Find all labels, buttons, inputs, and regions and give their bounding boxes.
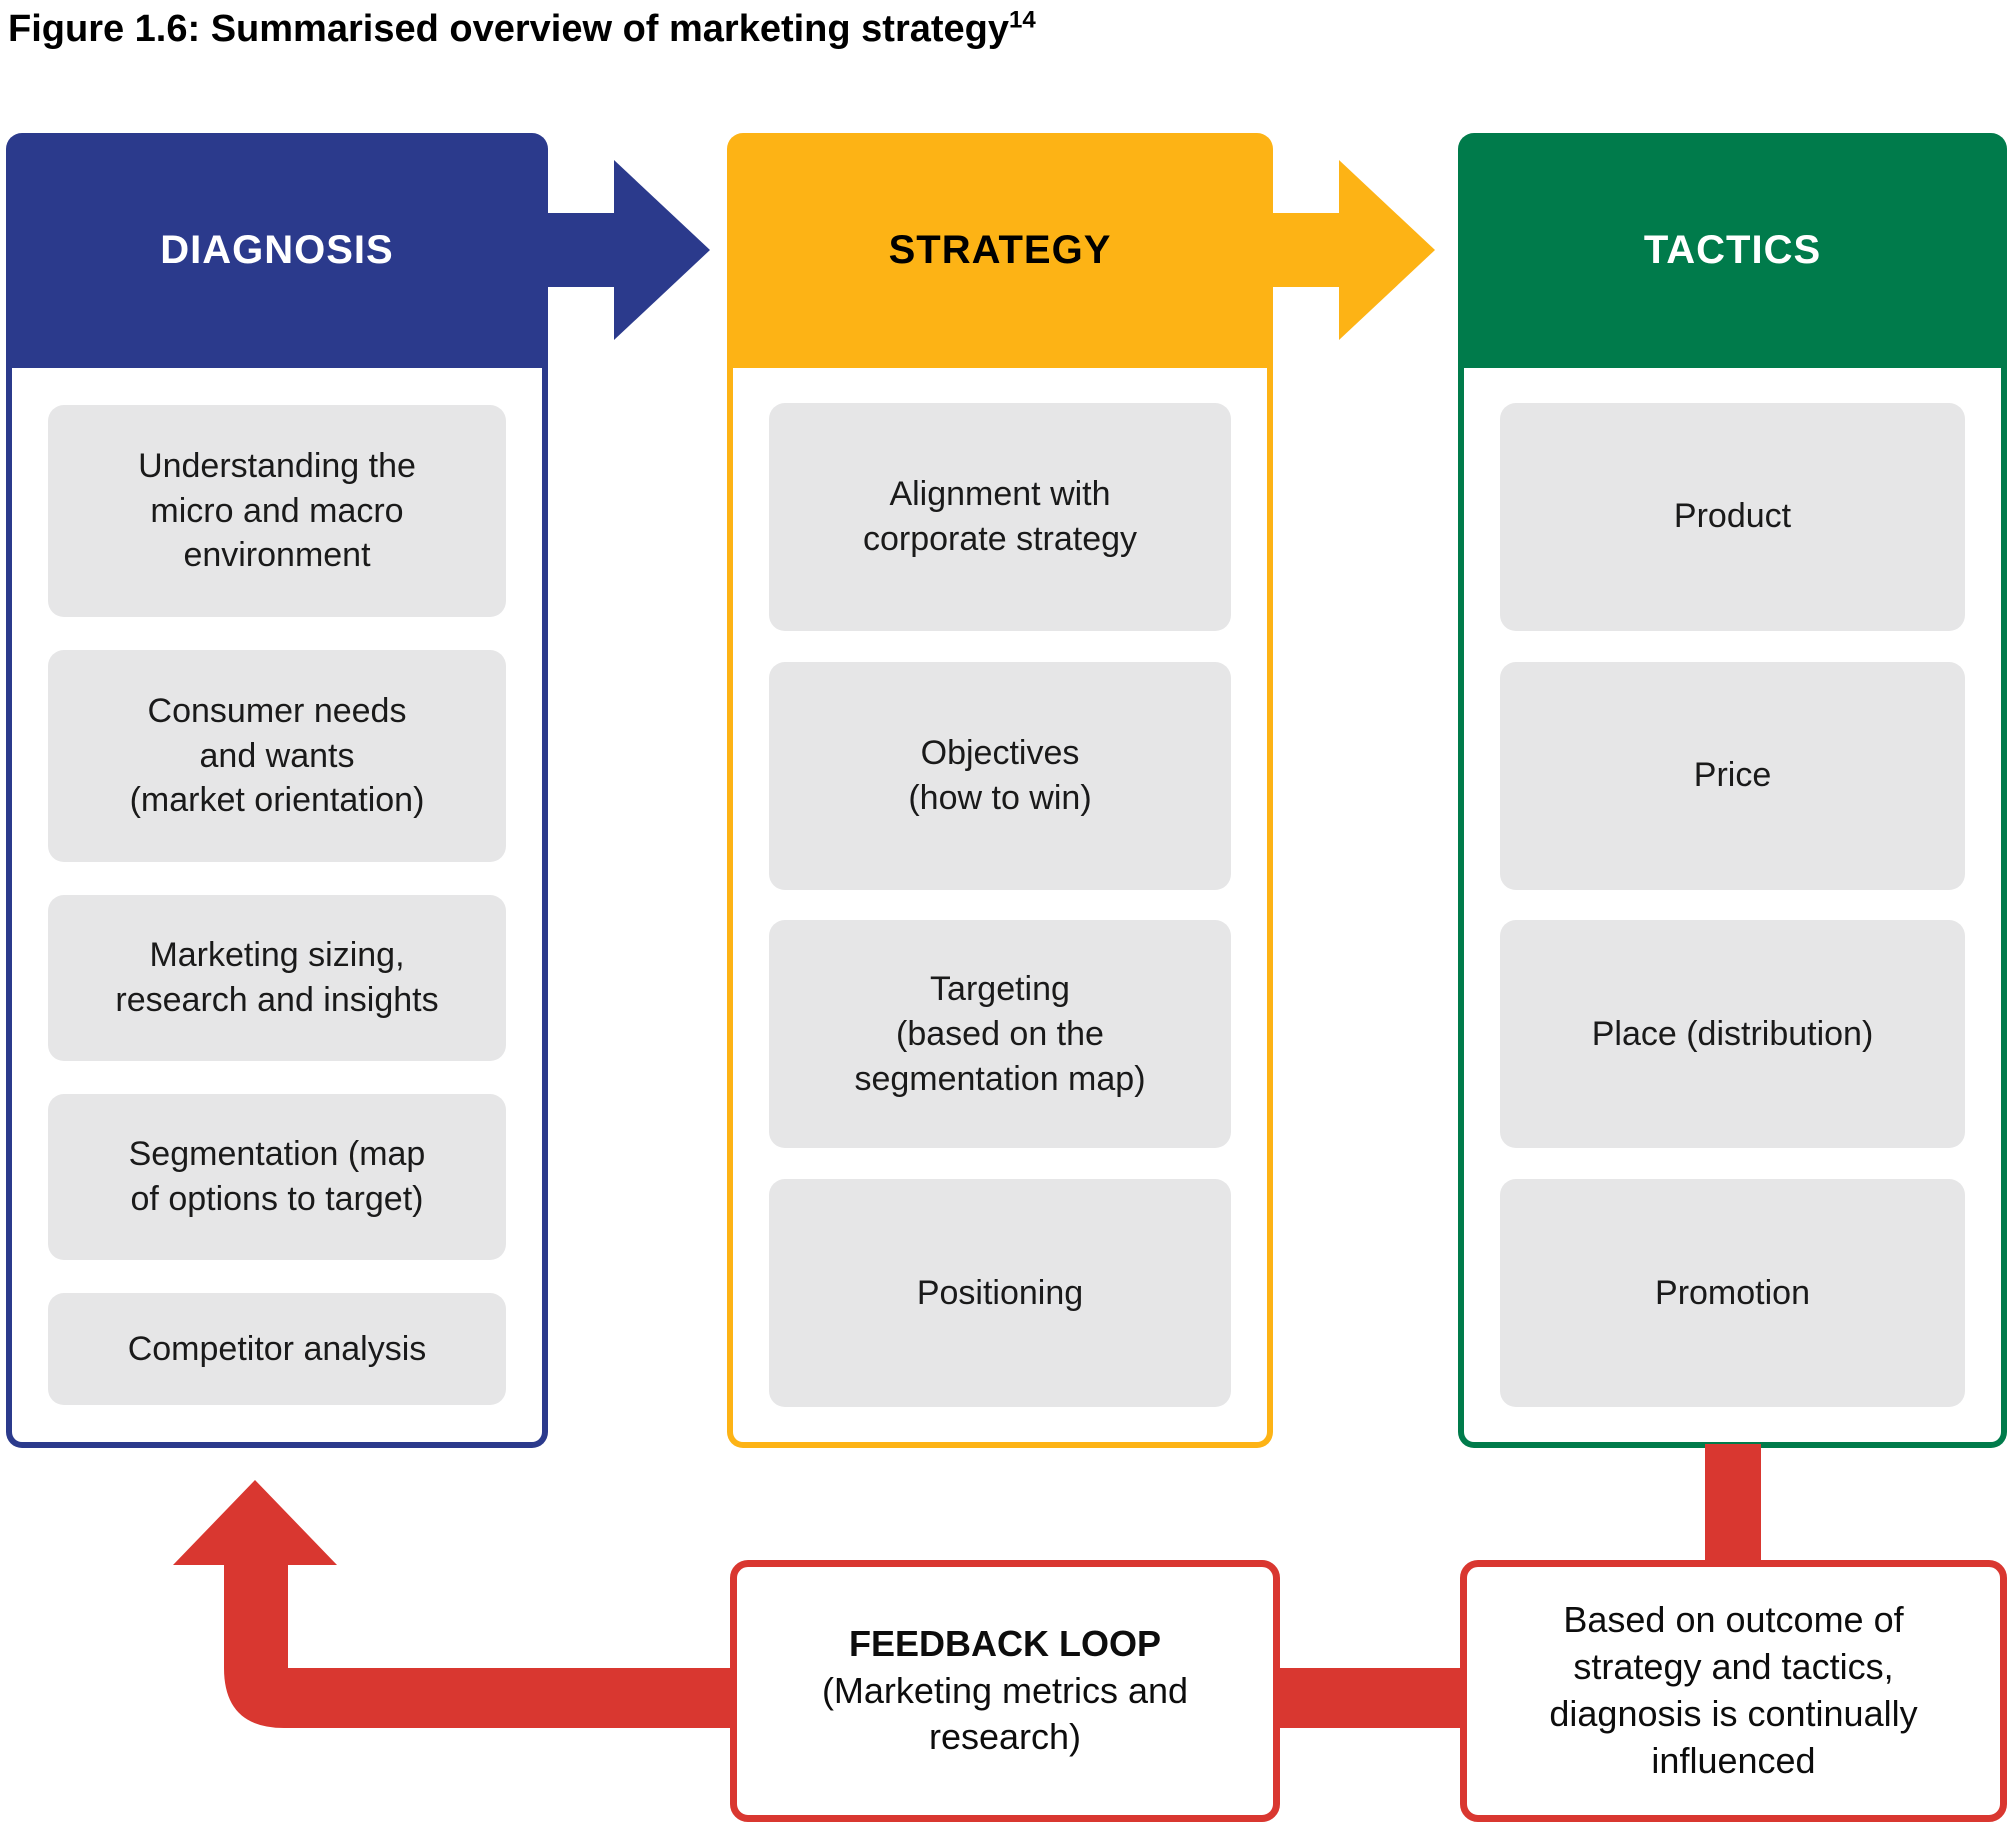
- tactics-column: TACTICS Product Price Place (distributio…: [1458, 133, 2007, 1448]
- feedback-loop-title: FEEDBACK LOOP: [848, 1622, 1161, 1664]
- tactics-item: Place (distribution): [1500, 920, 1965, 1149]
- feedback-loop-subtitle: (Marketing metrics and research): [821, 1669, 1189, 1758]
- feedback-loop-box: FEEDBACK LOOP (Marketing metrics and res…: [730, 1560, 1280, 1822]
- tactics-header-label: TACTICS: [1643, 228, 1822, 272]
- strategy-body: Alignment with corporate strategy Object…: [727, 368, 1273, 1448]
- feedback-note-text: Based on outcome of strategy and tactics…: [1549, 1599, 1918, 1781]
- arrow-right-icon-diagnosis-to-strategy: [548, 160, 710, 340]
- tactics-item: Price: [1500, 661, 1965, 890]
- strategy-item: Objectives (how to win): [769, 661, 1231, 890]
- figure-title: Figure 1.6: Summarised overview of marke…: [8, 8, 1036, 51]
- diagnosis-item: Understanding the micro and macro enviro…: [48, 405, 506, 617]
- diagnosis-header-label: DIAGNOSIS: [160, 228, 394, 272]
- strategy-header: STRATEGY: [727, 133, 1273, 368]
- strategy-header-label: STRATEGY: [888, 228, 1112, 272]
- feedback-note-box: Based on outcome of strategy and tactics…: [1460, 1560, 2007, 1822]
- tactics-header: TACTICS: [1458, 133, 2007, 368]
- diagnosis-item: Marketing sizing, research and insights: [48, 895, 506, 1061]
- diagnosis-item: Segmentation (map of options to target): [48, 1094, 506, 1260]
- diagnosis-item: Consumer needs and wants (market orienta…: [48, 650, 506, 862]
- strategy-column: STRATEGY Alignment with corporate strate…: [727, 133, 1273, 1448]
- tactics-item: Product: [1500, 402, 1965, 631]
- arrow-right-icon-strategy-to-tactics: [1273, 160, 1435, 340]
- strategy-item: Alignment with corporate strategy: [769, 402, 1231, 631]
- figure-title-text: Figure 1.6: Summarised overview of marke…: [8, 8, 1010, 50]
- diagnosis-item: Competitor analysis: [48, 1293, 506, 1405]
- strategy-item: Targeting (based on the segmentation map…: [769, 920, 1231, 1149]
- tactics-item: Promotion: [1500, 1179, 1965, 1408]
- tactics-body: Product Price Place (distribution) Promo…: [1458, 368, 2007, 1448]
- diagnosis-body: Understanding the micro and macro enviro…: [6, 368, 548, 1448]
- diagnosis-header: DIAGNOSIS: [6, 133, 548, 368]
- strategy-item: Positioning: [769, 1179, 1231, 1408]
- diagnosis-column: DIAGNOSIS Understanding the micro and ma…: [6, 133, 548, 1448]
- figure-title-footnote-ref: 14: [1009, 6, 1036, 34]
